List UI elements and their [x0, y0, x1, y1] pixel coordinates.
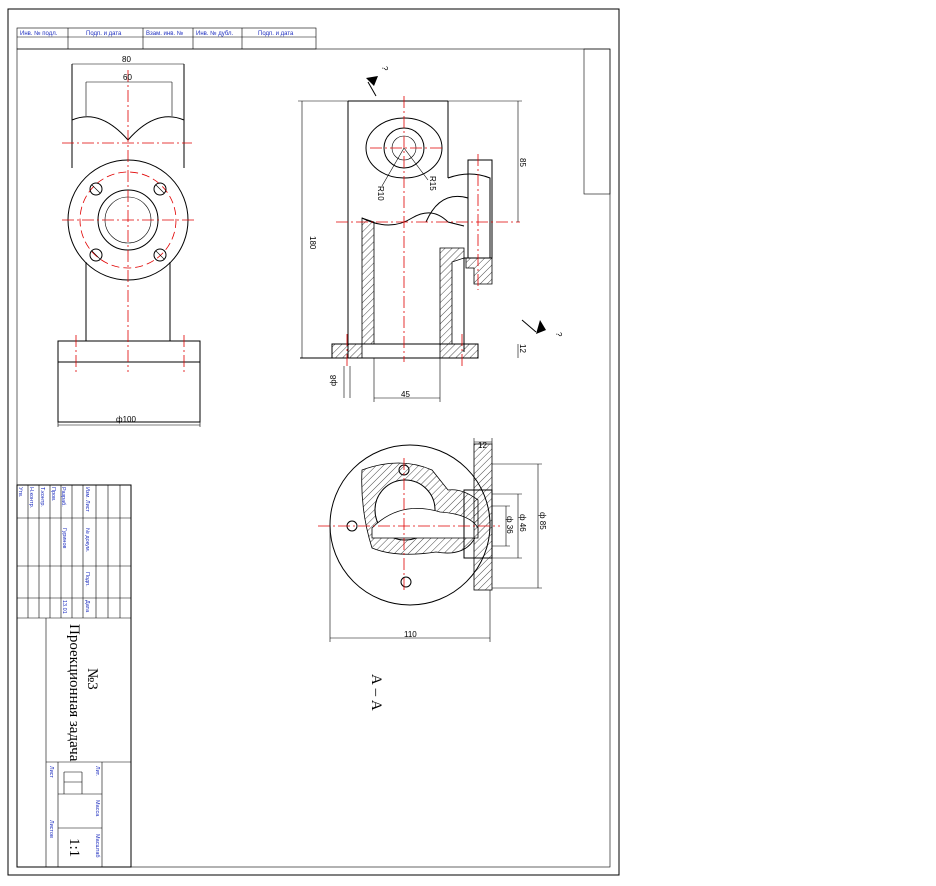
dim-upper-height: 85 [518, 158, 527, 167]
plan-section-view: 12 ф 85 ф 46 ф 36 110 А – А [318, 438, 547, 711]
title-block-lit: Лит. [94, 766, 100, 777]
title-block-hdr-doc: № докум. [84, 528, 90, 553]
title-block-title: Проекционная задача [66, 624, 82, 762]
stamp-cell-1: Инв. № подл. [20, 30, 58, 37]
section-arrow-top [366, 76, 378, 86]
sheet-inner-frame [16, 48, 611, 868]
dim-flange-thickness: 12 [518, 344, 527, 353]
title-block: Изм. Лист № докум. Подп. Дата Разраб. Пр… [16, 484, 132, 868]
title-block-mass: Масса [94, 800, 100, 817]
dim-radius-large: R15 [428, 176, 437, 191]
title-block-student: Гуринов [61, 528, 67, 549]
title-block-scale-header: Масштаб [94, 834, 100, 858]
dim-top-80: 80 [122, 55, 131, 64]
dim-plan-d85: ф 85 [538, 512, 547, 530]
title-block-hdr-date: Дата [84, 600, 90, 613]
title-block-sheet: Лист [48, 766, 54, 778]
title-block-hdr-izm: Изм. [84, 487, 90, 499]
dim-plan-d46: ф 46 [518, 514, 527, 532]
dim-plan-thickness: 12 [478, 441, 487, 450]
title-block-hdr-list: Лист [84, 500, 90, 512]
title-block-date-value: 13.01 [61, 600, 67, 614]
dim-top-60: 60 [123, 73, 132, 82]
title-block-row-prov: Пров. [50, 487, 56, 502]
dim-base-diameter: ф100 [116, 415, 136, 424]
dim-radius-small: R10 [376, 186, 385, 201]
section-mark-top: ? [380, 66, 389, 71]
sheet-outer-frame [7, 8, 620, 876]
dim-hole-diameter: ф8 [329, 374, 338, 386]
title-block-row-nkontr: Н.контр. [28, 487, 34, 509]
title-block-row-utv: Утв. [17, 487, 23, 498]
title-block-row-razrab: Разраб. [60, 487, 66, 507]
front-view: 180 85 R10 R15 45 12 ф8 ? ? [298, 66, 563, 402]
top-stamp: Инв. № подл. Подп. и дата Взам. инв. № И… [16, 27, 317, 50]
stamp-cell-4: Инв. № дубл. [196, 30, 233, 37]
dim-plan-d36: ф 36 [505, 516, 514, 534]
stamp-cell-3: Взам. инв. № [146, 30, 183, 37]
title-block-hdr-sign: Подп. [84, 572, 90, 587]
section-arrow-right [536, 320, 546, 334]
title-block-row-tkontr: Т.контр. [39, 487, 45, 507]
corner-box [583, 48, 611, 195]
dim-plan-width: 110 [404, 630, 417, 639]
title-block-sheets: Листов [48, 820, 54, 838]
title-block-number: №3 [84, 668, 100, 690]
side-view: 80 60 ф100 [57, 55, 201, 427]
section-label: А – А [368, 674, 384, 711]
section-mark-right: ? [554, 332, 563, 337]
stamp-cell-2: Подп. и дата [86, 31, 122, 37]
title-block-scale: 1:1 [66, 838, 82, 857]
dim-overall-height: 180 [308, 236, 317, 250]
dim-bore: 45 [401, 390, 410, 399]
stamp-cell-5: Подп. и дата [258, 31, 294, 37]
